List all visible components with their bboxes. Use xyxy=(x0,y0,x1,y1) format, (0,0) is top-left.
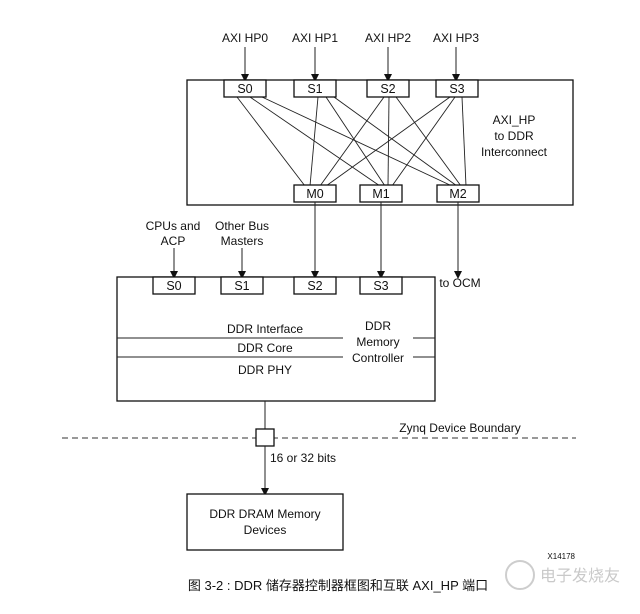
controller-title-bg xyxy=(343,318,413,366)
bus-width-label: 16 or 32 bits xyxy=(270,451,336,465)
figure-id: X14178 xyxy=(547,552,575,561)
controller-port-s2 xyxy=(293,276,337,295)
dram-box xyxy=(186,493,344,551)
interconnect-title-line1: AXI_HP xyxy=(493,113,536,127)
figure-caption: 图 3-2 : DDR 储存器控制器框图和互联 AXI_HP 端口 xyxy=(188,578,488,593)
controller-port-s0-label: S0 xyxy=(166,279,181,293)
interconnect-port-s0 xyxy=(223,79,267,98)
controller-port-s2-label: S2 xyxy=(307,279,322,293)
interconnect-port-s2 xyxy=(366,79,410,98)
controller-title-line3: Controller xyxy=(352,351,404,365)
other-masters-label-line1: Other Bus xyxy=(215,219,269,233)
controller-title-line1: DDR xyxy=(365,319,391,333)
controller-port-s3 xyxy=(359,276,403,295)
controller-port-s1-label: S1 xyxy=(234,279,249,293)
interconnect-box xyxy=(186,79,574,206)
dram-label-line1: DDR DRAM Memory xyxy=(209,507,320,521)
interconnect-port-s3-label: S3 xyxy=(449,82,464,96)
device-boundary-label: Zynq Device Boundary xyxy=(399,421,520,435)
controller-title-line2: Memory xyxy=(356,335,399,349)
axi-hp3-label: AXI HP3 xyxy=(433,31,479,45)
axi-hp1-label: AXI HP1 xyxy=(292,31,338,45)
watermark: 电子发烧友 xyxy=(505,560,620,590)
watermark-text: 电子发烧友 xyxy=(540,567,620,585)
interconnect-port-s2-label: S2 xyxy=(380,82,395,96)
interconnect-port-m2-label: M2 xyxy=(449,187,466,201)
interconnect-port-s3 xyxy=(435,79,479,98)
interconnect-port-s1 xyxy=(293,79,337,98)
interconnect-port-m1-label: M1 xyxy=(372,187,389,201)
interconnect-port-s0-label: S0 xyxy=(237,82,252,96)
watermark-logo-icon xyxy=(505,560,535,590)
to-ocm-label: to OCM xyxy=(439,276,480,290)
interconnect-title-line2: to DDR xyxy=(494,129,534,143)
layer-ddr-core: DDR Core xyxy=(237,341,293,355)
controller-port-s1 xyxy=(220,276,264,295)
interconnect-port-s1-label: S1 xyxy=(307,82,322,96)
axi-hp0-label: AXI HP0 xyxy=(222,31,268,45)
boundary-pad xyxy=(255,428,275,447)
controller-port-s3-label: S3 xyxy=(373,279,388,293)
layer-ddr-phy: DDR PHY xyxy=(238,363,292,377)
other-masters-label-line2: Masters xyxy=(221,234,264,248)
controller-port-s0 xyxy=(152,276,196,295)
layer-ddr-interface: DDR Interface xyxy=(227,322,303,336)
axi-hp2-label: AXI HP2 xyxy=(365,31,411,45)
cpus-label-line2: ACP xyxy=(161,234,186,248)
cpus-label-line1: CPUs and xyxy=(146,219,201,233)
crossbar-lines xyxy=(236,96,467,187)
interconnect-port-m0-label: M0 xyxy=(306,187,323,201)
dram-label-line2: Devices xyxy=(244,523,287,537)
interconnect-title-line3: Interconnect xyxy=(481,145,548,159)
